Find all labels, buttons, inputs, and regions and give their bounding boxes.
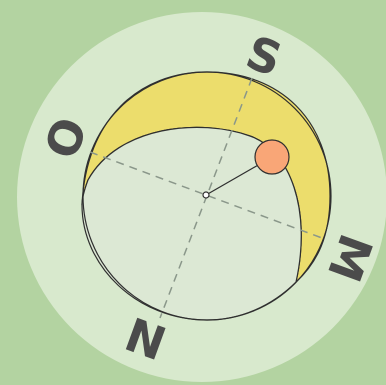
center-point [203,192,209,198]
sun-icon [255,140,289,174]
